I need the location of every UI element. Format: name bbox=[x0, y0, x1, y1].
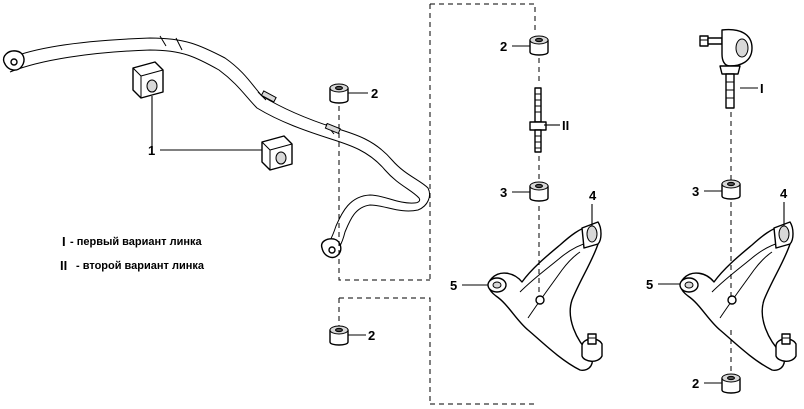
callout-2-a: 2 bbox=[371, 86, 378, 101]
link-variant-2 bbox=[529, 87, 547, 153]
arm-bushing-b bbox=[721, 179, 741, 200]
assembly-lines bbox=[338, 3, 732, 405]
callouts: 1 2 2 2 2 3 3 4 4 5 5 I II bbox=[148, 39, 788, 391]
callout-3-a: 3 bbox=[500, 185, 507, 200]
callout-5-b: 5 bbox=[646, 277, 653, 292]
callout-2-c: 2 bbox=[500, 39, 507, 54]
legend-variant-1-text: - первый вариант линка bbox=[70, 236, 202, 248]
stabilizer-bar bbox=[2, 35, 431, 259]
legend: I - первый вариант линка II - второй вар… bbox=[60, 234, 205, 273]
link-bushing-d bbox=[721, 373, 741, 394]
legend-variant-2-mark: II bbox=[60, 258, 67, 273]
lower-control-arm-b bbox=[679, 221, 797, 371]
callout-3-b: 3 bbox=[692, 184, 699, 199]
link-bushing-c bbox=[529, 35, 549, 56]
link-variant-1 bbox=[699, 28, 753, 109]
callout-I: I bbox=[760, 81, 764, 96]
bushing-lower bbox=[261, 135, 293, 171]
bushing-upper bbox=[132, 61, 164, 99]
callout-5-a: 5 bbox=[450, 278, 457, 293]
arm-bushing-a bbox=[529, 181, 549, 202]
legend-variant-1-mark: I bbox=[62, 234, 66, 249]
callout-2-b: 2 bbox=[368, 328, 375, 343]
callout-2-d: 2 bbox=[692, 376, 699, 391]
link-bushing-a bbox=[329, 83, 349, 104]
callout-1: 1 bbox=[148, 143, 155, 158]
lower-control-arm-a bbox=[487, 221, 603, 371]
callout-4-b: 4 bbox=[780, 186, 788, 201]
callout-II: II bbox=[562, 118, 569, 133]
legend-variant-2-text: - второй вариант линка bbox=[76, 260, 205, 272]
callout-4-a: 4 bbox=[589, 188, 597, 203]
leader-lines bbox=[151, 45, 785, 384]
link-bushing-b bbox=[329, 325, 349, 346]
